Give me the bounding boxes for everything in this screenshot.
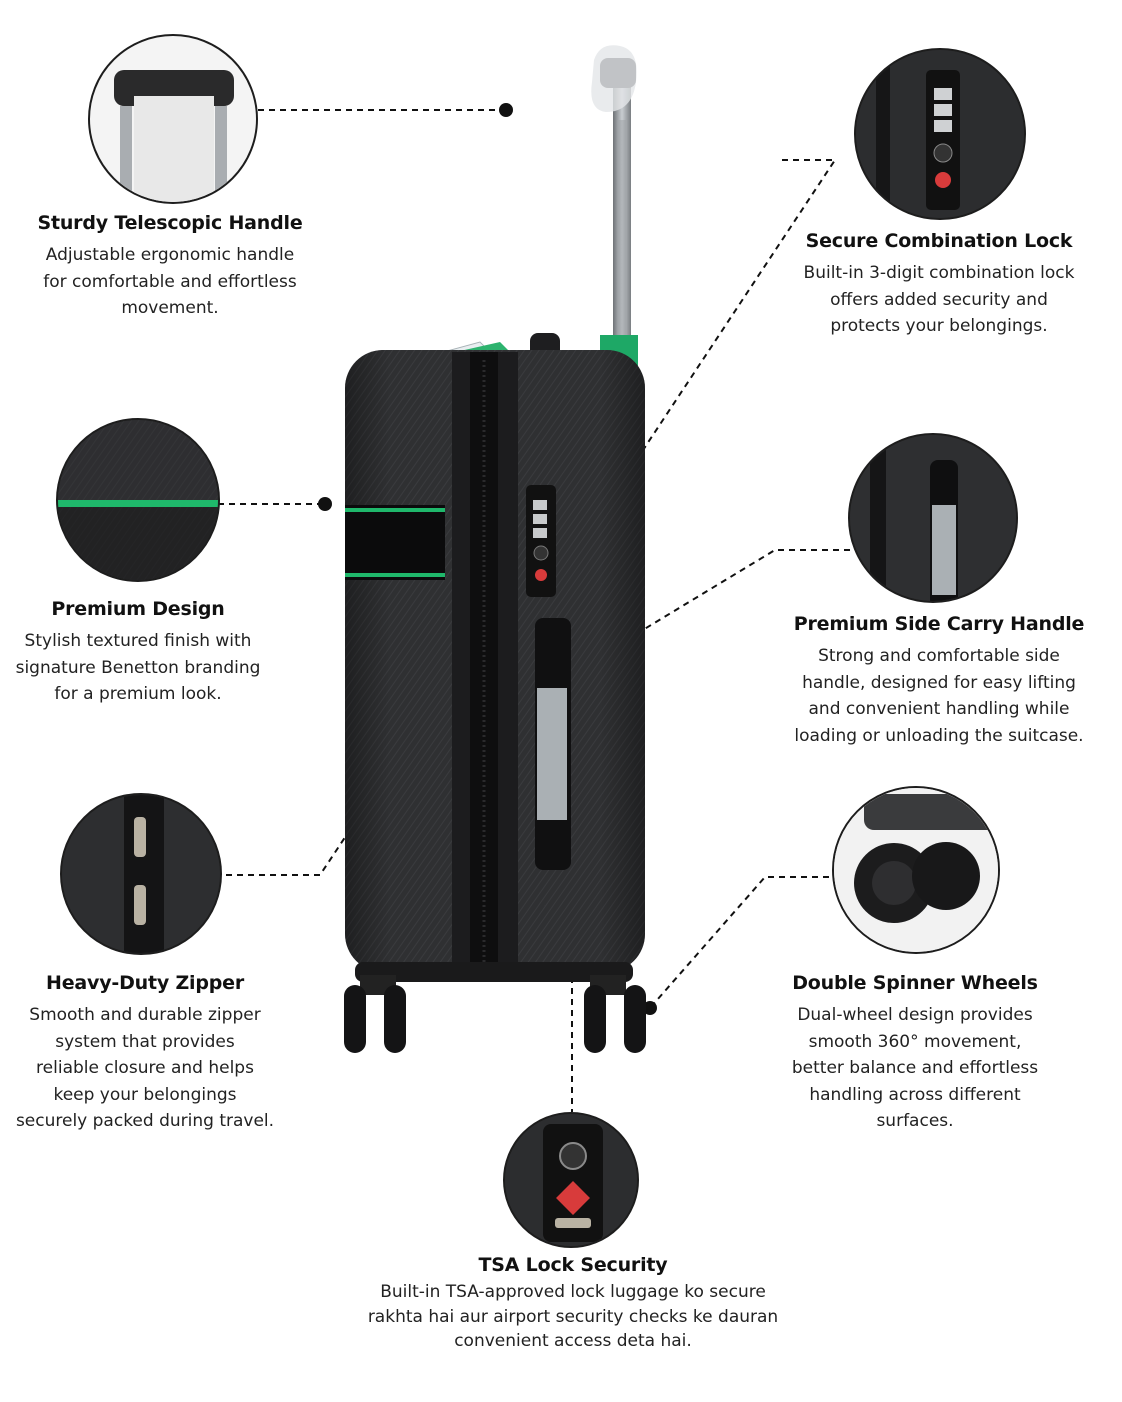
telescopic-handle-illustration	[591, 45, 638, 380]
detail-circle-tsa	[503, 1112, 639, 1248]
feature-title: Secure Combination Lock	[805, 230, 1073, 252]
detail-circle-handle	[88, 34, 258, 204]
leader-side	[617, 549, 850, 646]
detail-circle-wheels	[832, 786, 1000, 954]
feature-tsa-lock: TSA Lock Security Built-in TSA-approved …	[330, 1254, 816, 1354]
leader-zipper	[215, 651, 469, 876]
feature-title: Premium Design	[51, 598, 225, 620]
feature-description: Strong and comfortable side handle, desi…	[794, 646, 1084, 746]
feature-spinner-wheels: Double Spinner Wheels Dual-wheel design …	[770, 972, 1060, 1135]
feature-title: Sturdy Telescopic Handle	[37, 212, 303, 234]
feature-combination-lock: Secure Combination Lock Built-in 3-digit…	[780, 230, 1098, 340]
feature-title: Double Spinner Wheels	[792, 972, 1038, 994]
feature-description: Built-in 3-digit combination lock offers…	[803, 263, 1075, 336]
detail-circle-side-handle	[848, 433, 1018, 603]
feature-title: TSA Lock Security	[478, 1254, 668, 1276]
feature-description: Smooth and durable zipper system that pr…	[15, 1005, 275, 1131]
feature-description: Built-in TSA-approved lock luggage ko se…	[367, 1282, 779, 1351]
feature-description: Dual-wheel design provides smooth 360° m…	[791, 1005, 1039, 1131]
spinner-wheels-illustration	[344, 975, 646, 1053]
leader-wheels	[649, 876, 840, 1009]
detail-circle-design	[56, 418, 220, 582]
feature-description: Adjustable ergonomic handle for comforta…	[43, 245, 297, 318]
feature-title: Heavy-Duty Zipper	[46, 972, 244, 994]
feature-telescopic-handle: Sturdy Telescopic Handle Adjustable ergo…	[20, 212, 320, 322]
feature-premium-design: Premium Design Stylish textured finish w…	[6, 598, 270, 708]
suitcase-body-illustration	[345, 350, 645, 982]
feature-title: Premium Side Carry Handle	[793, 613, 1085, 635]
feature-heavy-duty-zipper: Heavy-Duty Zipper Smooth and durable zip…	[6, 972, 284, 1135]
detail-circle-lock	[854, 48, 1026, 220]
feature-description: Stylish textured finish with signature B…	[15, 631, 261, 704]
detail-circle-zipper	[60, 793, 222, 955]
feature-side-carry-handle: Premium Side Carry Handle Strong and com…	[782, 613, 1096, 749]
